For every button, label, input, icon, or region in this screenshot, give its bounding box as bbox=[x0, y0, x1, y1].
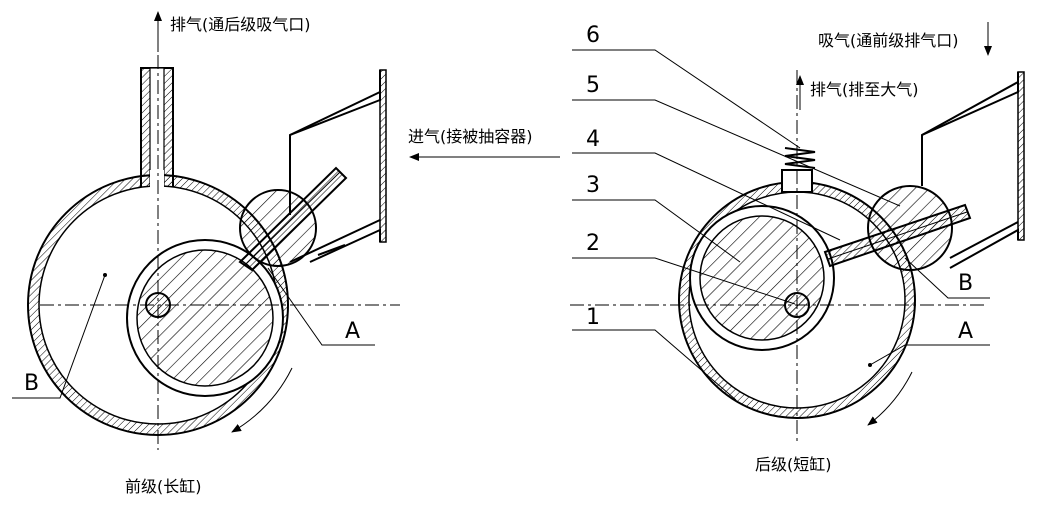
right-label-B: B bbox=[958, 271, 973, 296]
left-intake-label: 进气(接被抽容器) bbox=[408, 127, 533, 146]
left-exhaust-label: 排气(通后级吸气口) bbox=[170, 15, 311, 34]
right-label-A: A bbox=[958, 319, 973, 344]
right-number-2: 2 bbox=[586, 231, 600, 256]
right-rotor bbox=[689, 205, 835, 351]
right-leader-B bbox=[904, 257, 990, 299]
right-rotation-arrow bbox=[867, 371, 913, 426]
right-spring bbox=[784, 147, 816, 169]
right-caption: 后级(短缸) bbox=[755, 455, 832, 474]
left-rotation-arrow bbox=[231, 367, 293, 433]
left-label-A: A bbox=[345, 319, 360, 344]
right-number-3: 3 bbox=[586, 173, 600, 198]
right-exhaust-label: 排气(排至大气) bbox=[810, 80, 919, 99]
left-caption: 前级(长缸) bbox=[125, 477, 202, 496]
right-leader-A bbox=[869, 344, 990, 366]
right-number-1: 1 bbox=[586, 305, 600, 330]
left-label-B: B bbox=[24, 371, 39, 396]
left-pump-diagram: 排气(通后级吸气口) bbox=[12, 11, 560, 496]
right-intake-label: 吸气(通前级排气口) bbox=[818, 31, 959, 50]
left-rotor bbox=[126, 239, 284, 397]
right-number-6: 6 bbox=[586, 23, 600, 48]
left-leader-B bbox=[12, 274, 106, 399]
right-number-5: 5 bbox=[586, 73, 600, 98]
right-number-4: 4 bbox=[586, 127, 600, 152]
left-vane bbox=[238, 166, 348, 272]
right-intake-funnel bbox=[921, 71, 1025, 269]
left-intake-funnel bbox=[289, 69, 387, 263]
left-leader-A bbox=[267, 267, 375, 346]
right-vane bbox=[823, 203, 972, 268]
right-pump-diagram: 吸气(通前级排气口) 排气(排至大气) bbox=[570, 22, 1025, 474]
